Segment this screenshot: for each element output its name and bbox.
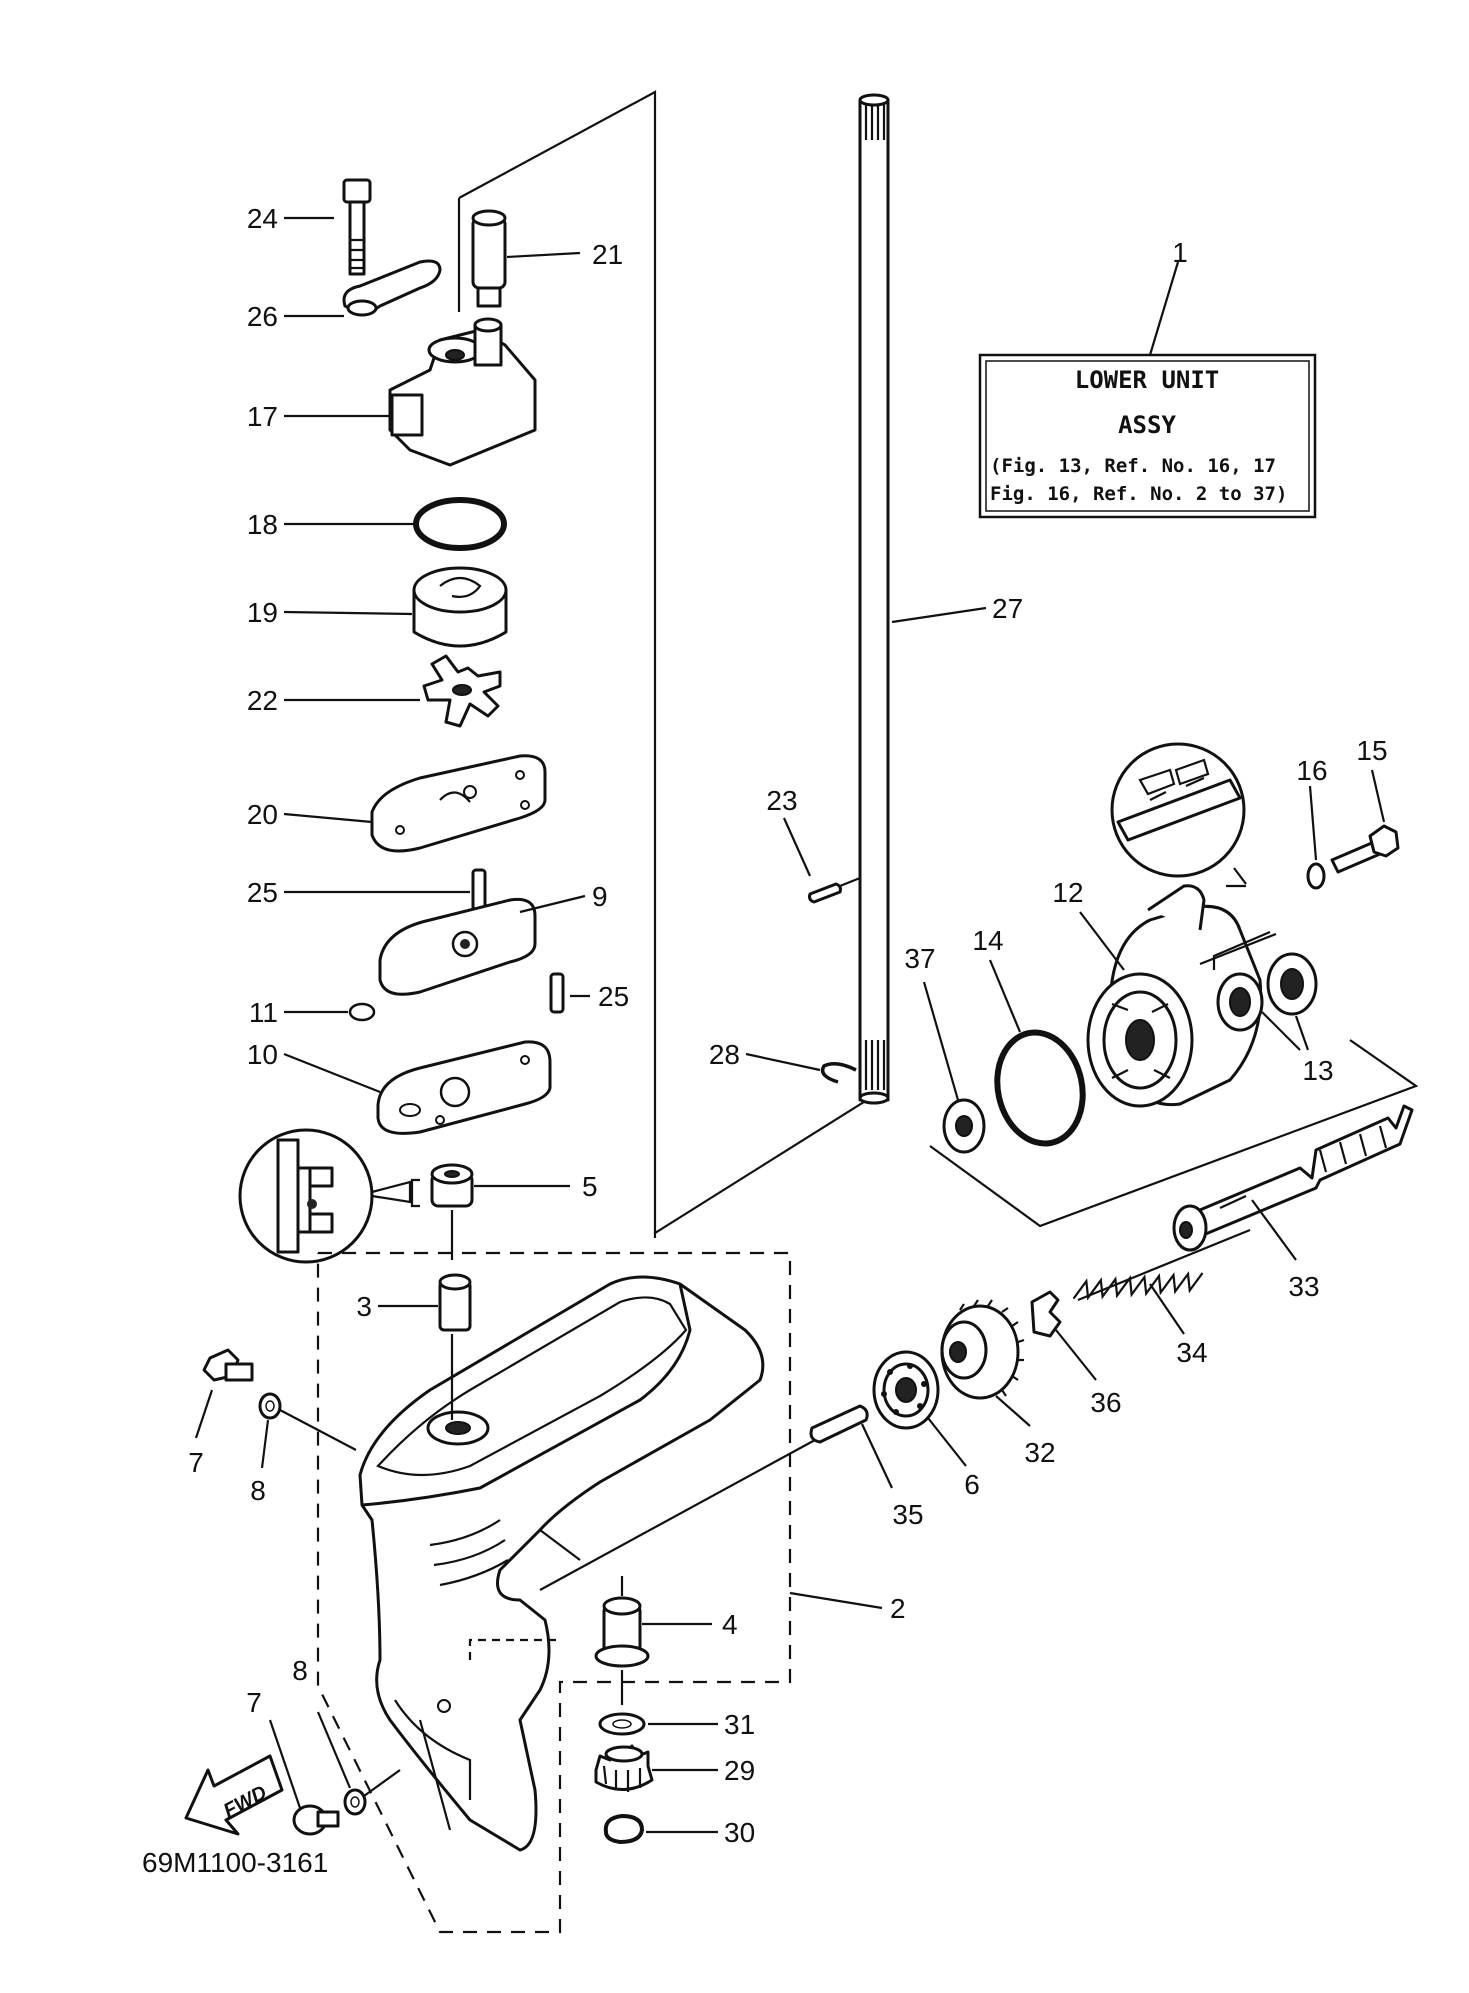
- assembly-title-line2: ASSY: [1118, 411, 1176, 439]
- part-3-sleeve: 3: [356, 1273, 472, 1332]
- callout-25a: 25: [247, 877, 278, 908]
- lower-casing-boundary: 2: [316, 1251, 906, 1934]
- part-22-impeller: 22: [247, 654, 502, 728]
- callout-14: 14: [972, 925, 1003, 956]
- callout-6: 6: [964, 1469, 980, 1500]
- part-27-drive-shaft: 27: [858, 93, 1023, 1105]
- part-15-bolt: 15: [1330, 735, 1400, 874]
- part-31-shim: 31: [598, 1709, 755, 1740]
- callout-9: 9: [592, 881, 608, 912]
- callout-7b: 7: [246, 1687, 262, 1718]
- callout-12: 12: [1052, 877, 1083, 908]
- callout-28: 28: [709, 1039, 740, 1070]
- callout-4: 4: [722, 1609, 738, 1640]
- part-21-tube: 21: [471, 209, 623, 308]
- part-28-circlip: 28: [709, 1039, 857, 1084]
- seal-detail-view: [1110, 742, 1247, 888]
- part-5-oil-seal: 5: [238, 1128, 598, 1264]
- part-29-pinion: 29: [594, 1744, 755, 1792]
- assembly-ref-line2: Fig. 16, Ref. No. 2 to 37): [990, 483, 1287, 505]
- callout-20: 20: [247, 799, 278, 830]
- part-32-forward-gear: 32: [940, 1299, 1056, 1468]
- callout-32: 32: [1024, 1437, 1055, 1468]
- callout-26: 26: [247, 301, 278, 332]
- part-25-dowel-pin-a: 25: [247, 868, 487, 912]
- callout-2: 2: [890, 1593, 906, 1624]
- part-30-circlip: 30: [603, 1813, 755, 1848]
- part-4-grommet: 4: [594, 1596, 738, 1668]
- assembly-title-line1: LOWER UNIT: [1075, 366, 1220, 394]
- callout-34: 34: [1176, 1337, 1207, 1368]
- callout-3: 3: [356, 1291, 372, 1322]
- part-20-outer-plate: 20: [247, 754, 547, 853]
- part-23-pin: 23: [766, 785, 861, 904]
- callout-23: 23: [766, 785, 797, 816]
- part-11-o-ring: 11: [249, 997, 376, 1028]
- callout-27: 27: [992, 593, 1023, 624]
- part-7-screw-a: 7: [188, 1348, 254, 1478]
- callout-22: 22: [247, 685, 278, 716]
- part-8-washer-a: 8: [250, 1392, 357, 1506]
- part-9-outer-plate: 9: [378, 881, 608, 996]
- leader-prop-to-casing: [539, 1439, 816, 1591]
- callout-33: 33: [1288, 1271, 1319, 1302]
- callout-17: 17: [247, 401, 278, 432]
- part-19-insert-cartridge: 19: [247, 566, 508, 648]
- part-7-screw-b: 7: [246, 1687, 340, 1836]
- callout-19: 19: [247, 597, 278, 628]
- callout-18: 18: [247, 509, 278, 540]
- callout-30: 30: [724, 1817, 755, 1848]
- part-36-clutch: 36: [1030, 1290, 1122, 1418]
- callout-8a: 8: [250, 1475, 266, 1506]
- callout-5: 5: [582, 1171, 598, 1202]
- part-6-ball-bearing: 6: [872, 1350, 980, 1500]
- callout-11: 11: [249, 997, 278, 1028]
- drawing-number: 69M1100-3161: [142, 1847, 328, 1878]
- callout-15: 15: [1356, 735, 1387, 766]
- callout-36: 36: [1090, 1387, 1121, 1418]
- callout-35: 35: [892, 1499, 923, 1530]
- part-37-oil-seal: 37: [904, 943, 986, 1154]
- part-10-gasket: 10: [247, 1039, 552, 1135]
- lower-casing-body: [358, 1275, 765, 1852]
- callout-8b: 8: [292, 1655, 308, 1686]
- callout-24: 24: [247, 203, 278, 234]
- fwd-direction-arrow: FWD: [184, 1754, 284, 1836]
- part-25-dowel-pin-b: 25: [549, 972, 629, 1014]
- callout-7a: 7: [188, 1447, 204, 1478]
- callout-37: 37: [904, 943, 935, 974]
- part-26-plate: 26: [247, 259, 442, 332]
- part-35-plunger: 35: [809, 1404, 924, 1530]
- part-34-spring: 34: [1072, 1228, 1251, 1368]
- callout-13: 13: [1302, 1055, 1333, 1086]
- part-8-washer-b: 8: [292, 1655, 401, 1816]
- callout-25b: 25: [598, 981, 629, 1012]
- part-18-o-ring: 18: [247, 497, 507, 551]
- part-16-washer: 16: [1296, 755, 1328, 890]
- part-17-pump-housing: 17: [247, 317, 537, 467]
- prop-shaft-group-frame: [929, 1039, 1419, 1228]
- part-33-propeller-shaft: 33: [1172, 1104, 1414, 1302]
- callout-10: 10: [247, 1039, 278, 1070]
- assembly-ref-line1: (Fig. 13, Ref. No. 16, 17: [990, 455, 1276, 477]
- part-14-o-ring: 14: [972, 925, 1086, 1147]
- assembly-label-box: LOWER UNIT ASSY (Fig. 13, Ref. No. 16, 1…: [978, 237, 1317, 519]
- part-13-needle-bearings: 13: [1199, 930, 1334, 1086]
- callout-31: 31: [724, 1709, 755, 1740]
- callout-16: 16: [1296, 755, 1327, 786]
- callout-21: 21: [592, 239, 623, 270]
- callout-29: 29: [724, 1755, 755, 1786]
- callout-1: 1: [1172, 237, 1188, 268]
- part-24-bolt: 24: [247, 178, 372, 276]
